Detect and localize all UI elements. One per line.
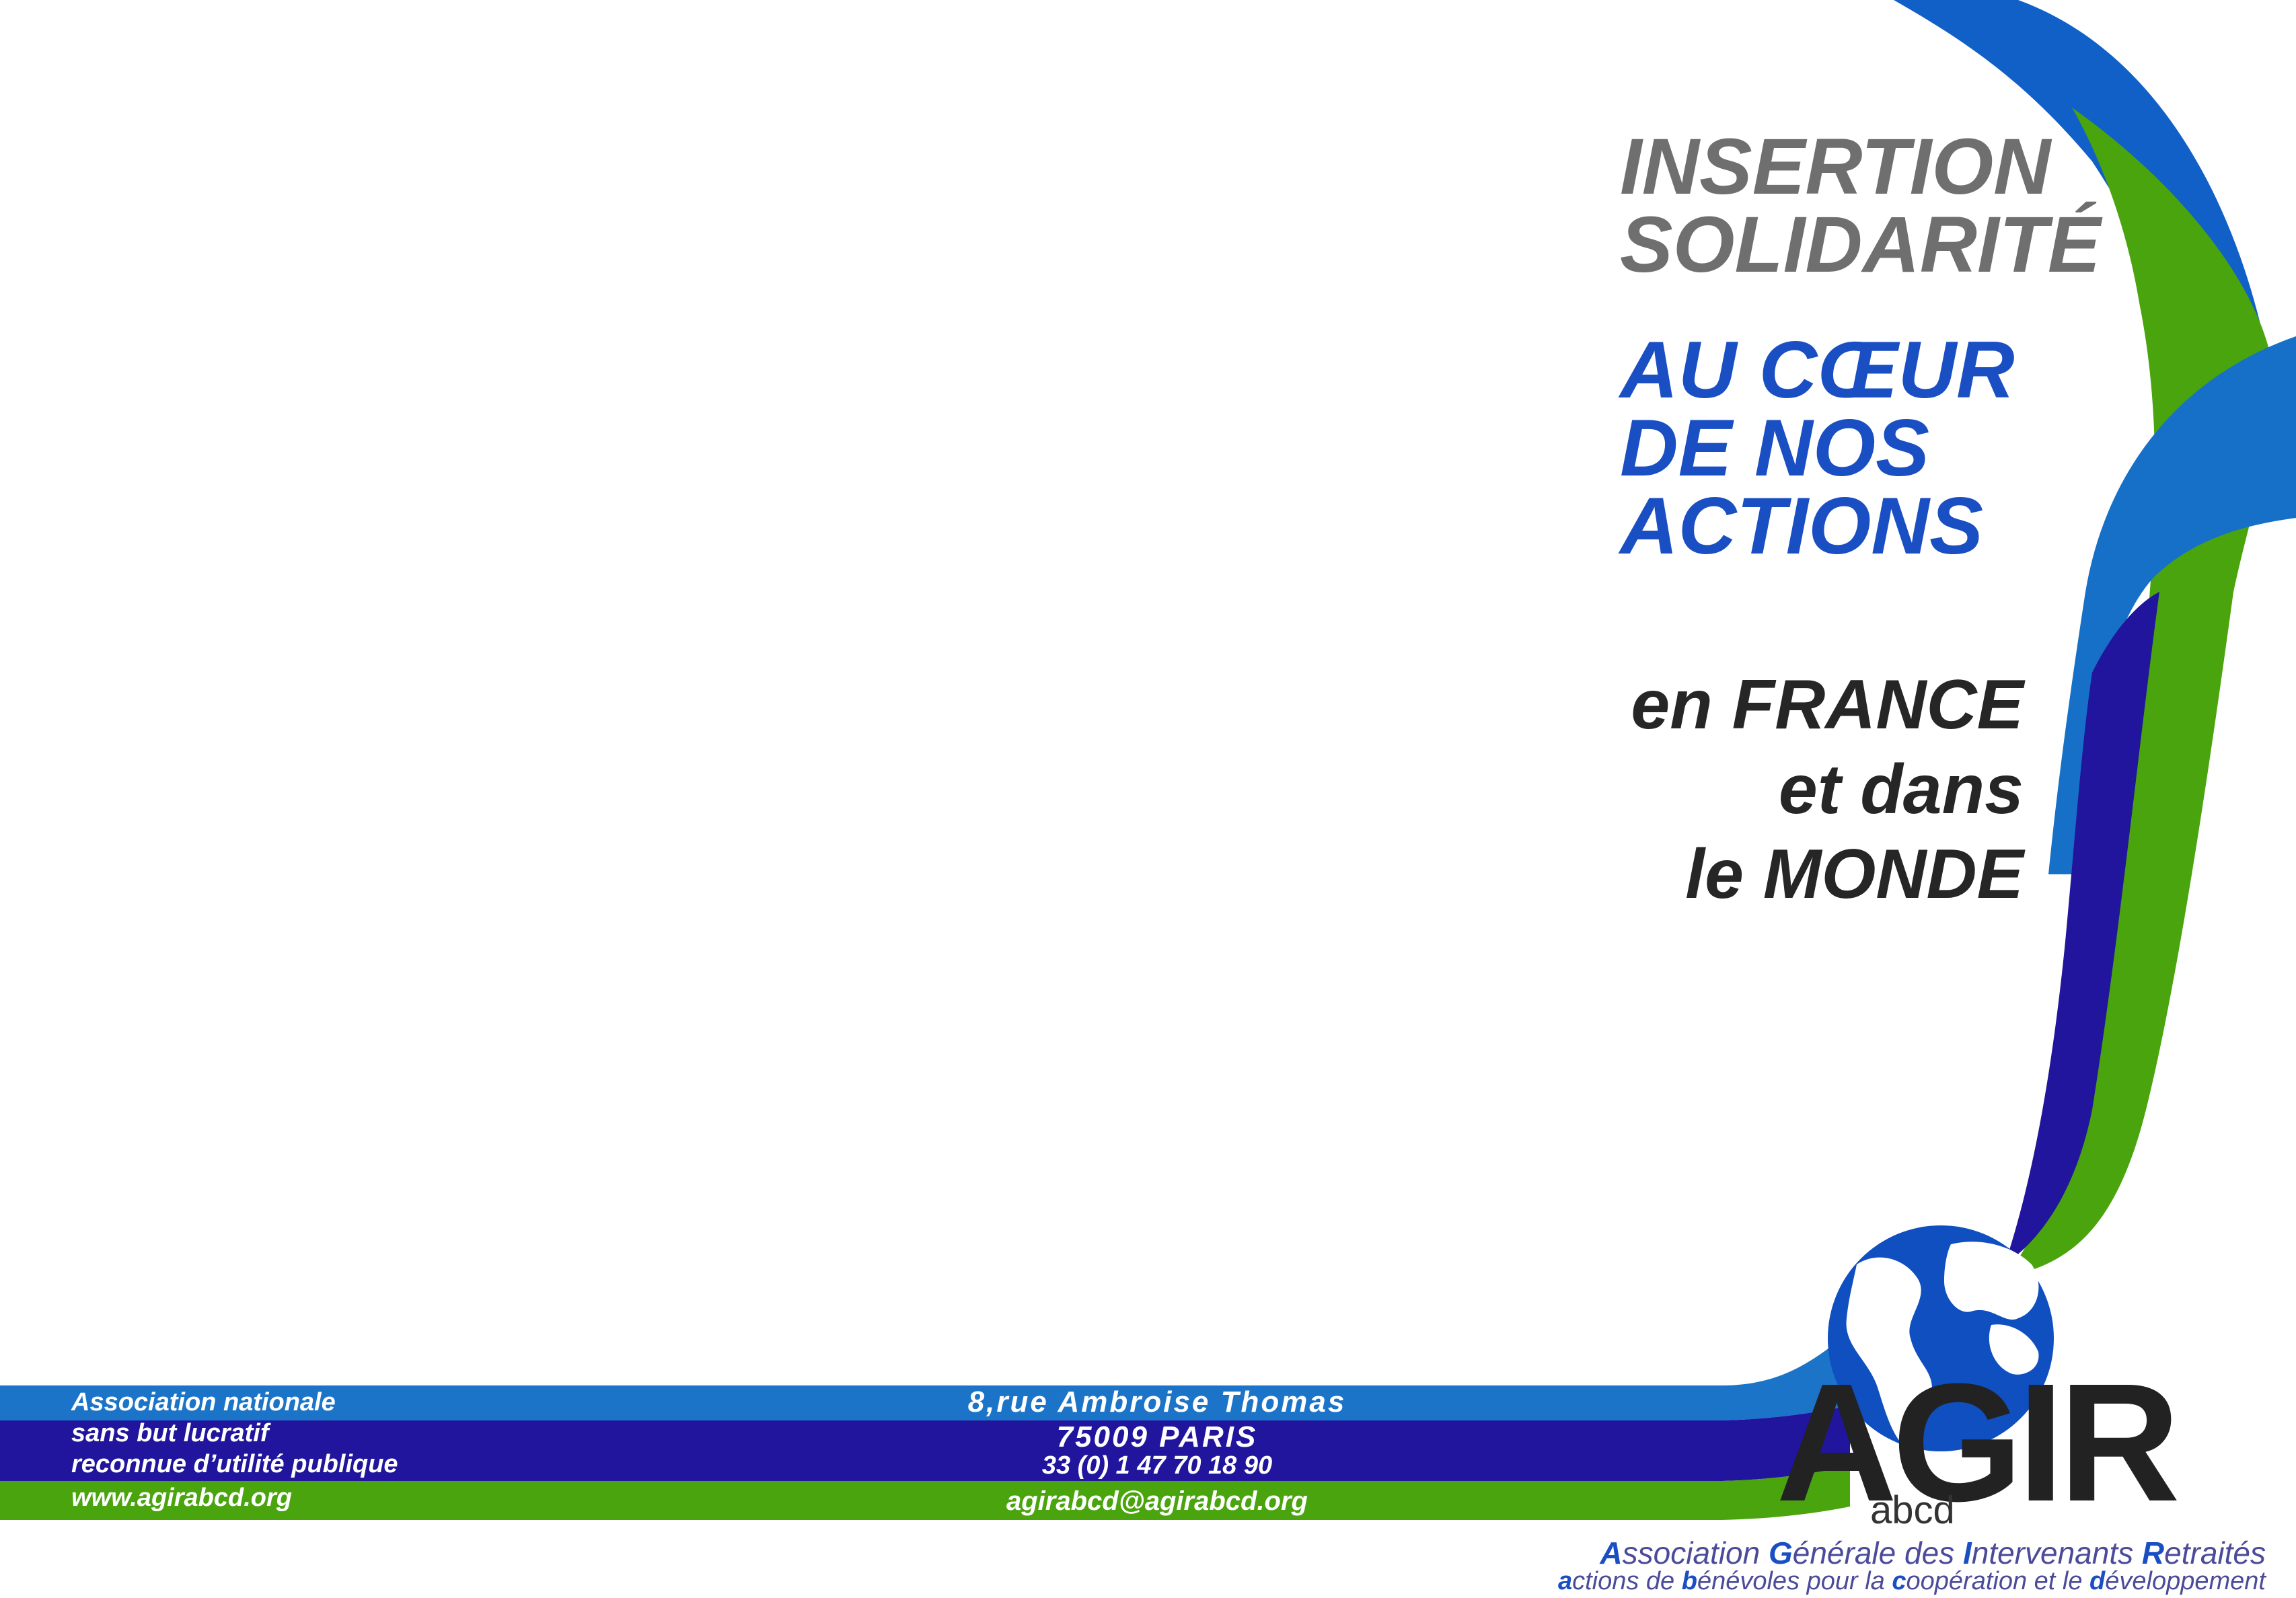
tagline-word-2: oopération et le [1906, 1567, 2090, 1595]
full-name-initial-0: A [1600, 1535, 1623, 1570]
tagline-word-0: ctions de [1572, 1567, 1682, 1595]
footer-association-nationale: Association nationale [71, 1388, 336, 1416]
tagline-initial-3: d [2089, 1567, 2106, 1595]
footer-utilite-publique: reconnue d’utilité publique [71, 1450, 398, 1478]
headline-actions: ACTIONS [1620, 481, 1983, 571]
headline-de-nos: DE NOS [1620, 403, 1930, 493]
headline-insertion: INSERTION [1620, 122, 2051, 211]
footer-email-link[interactable]: agirabcd@agirabcd.org [1006, 1486, 1308, 1516]
footer-website-link[interactable]: www.agirabcd.org [71, 1484, 292, 1512]
logo-agir: AGIR [1776, 1348, 2180, 1536]
scope-pre-en: en [1631, 666, 1732, 744]
band-light-blue [0, 1332, 1850, 1420]
scope-line-et-dans: et dans [1779, 747, 2024, 832]
scope-monde: MONDE [1763, 835, 2024, 913]
organization-full-name: Association Générale des Intervenants Re… [1600, 1535, 2266, 1571]
full-name-word-2: ntervenants [1971, 1535, 2142, 1570]
full-name-word-3: etraités [2164, 1535, 2266, 1570]
scope-france: FRANCE [1732, 666, 2024, 744]
logo-abcd: abcd [1870, 1488, 1955, 1532]
full-name-initial-2: I [1962, 1535, 1972, 1570]
tagline-word-3: éveloppement [2105, 1567, 2266, 1595]
full-name-word-1: énérale des [1792, 1535, 1963, 1570]
full-name-initial-3: R [2141, 1535, 2165, 1570]
scope-pre-le: le [1685, 835, 1763, 913]
organization-tagline: actions de bénévoles pour la coopération… [1558, 1567, 2266, 1596]
footer-sans-but-lucratif: sans but lucratif [71, 1419, 269, 1447]
scope-line-monde: le MONDE [1685, 832, 2024, 917]
headline-solidarite: SOLIDARITÉ [1620, 200, 2101, 289]
tagline-initial-0: a [1557, 1567, 1573, 1595]
footer-street: 8,rue Ambroise Thomas [967, 1385, 1347, 1418]
band-indigo [0, 1406, 1850, 1481]
tagline-initial-2: c [1892, 1567, 1906, 1595]
band-green [0, 1466, 1850, 1520]
tagline-word-1: énévoles pour la [1697, 1567, 1892, 1595]
swoosh-light-blue [2048, 336, 2296, 874]
tagline-initial-1: b [1681, 1567, 1697, 1595]
scope-line-france: en FRANCE [1631, 662, 2024, 747]
full-name-word-0: ssociation [1622, 1535, 1769, 1570]
swoosh-indigo [2005, 592, 2159, 1264]
full-name-initial-1: G [1768, 1535, 1793, 1570]
footer-city: 75009 PARIS [1056, 1420, 1258, 1453]
headline-au-coeur: AU CŒUR [1620, 325, 2015, 415]
footer-phone: 33 (0) 1 47 70 18 90 [1041, 1451, 1273, 1480]
scope-et-dans: et dans [1778, 751, 2024, 829]
globe-icon [1828, 1225, 2054, 1451]
